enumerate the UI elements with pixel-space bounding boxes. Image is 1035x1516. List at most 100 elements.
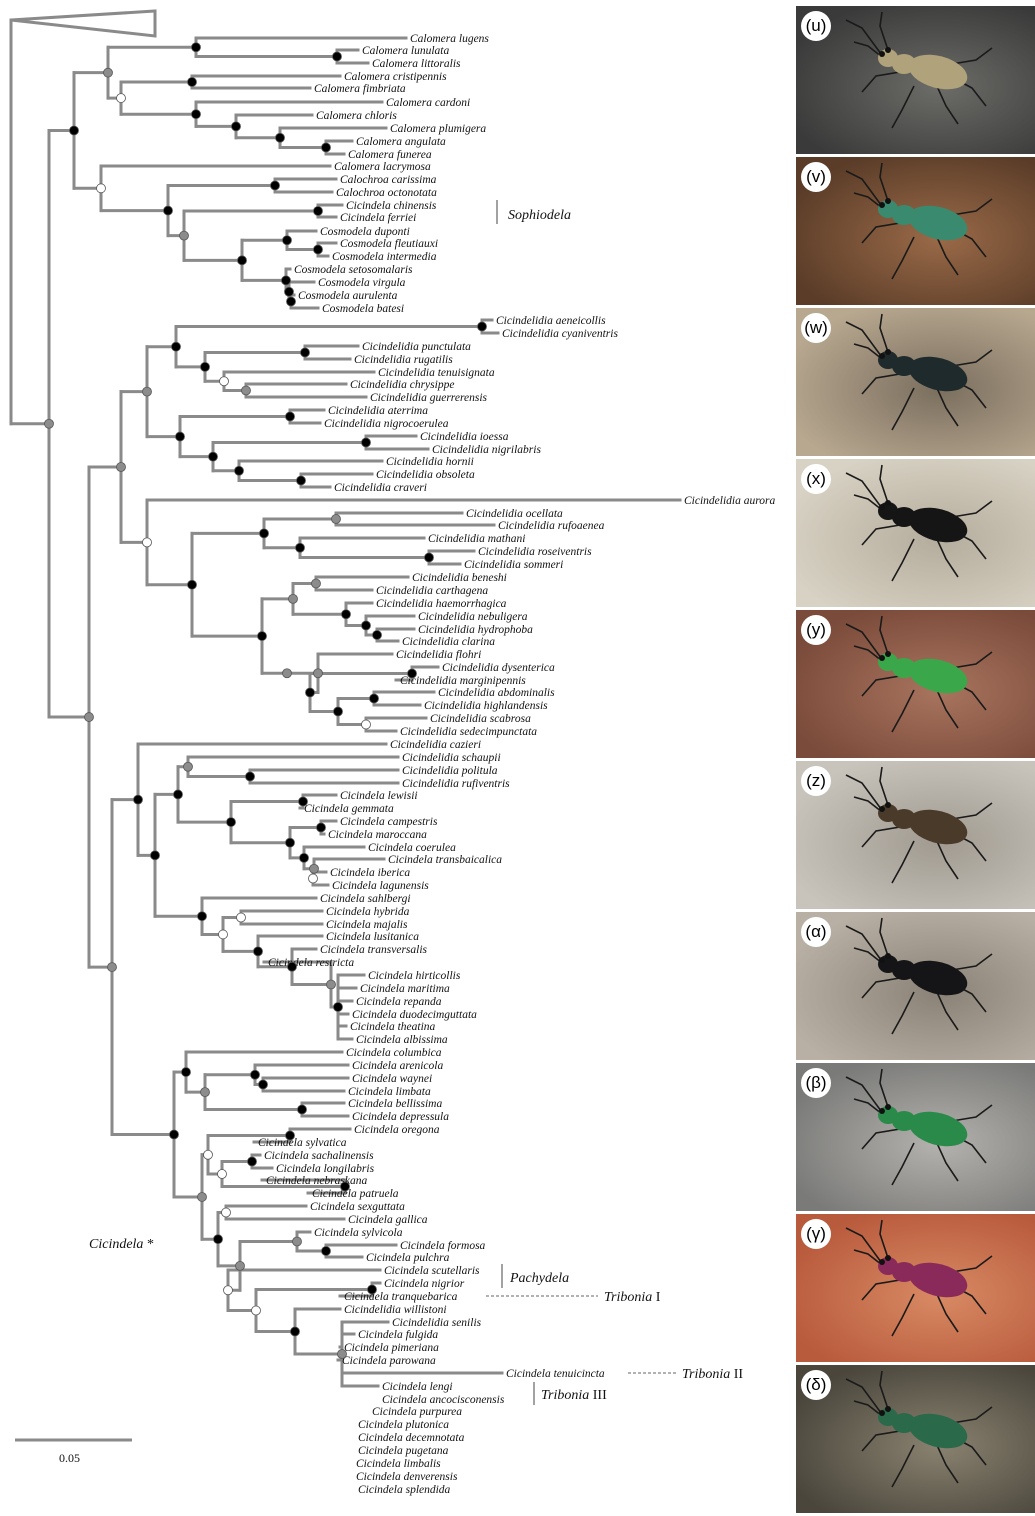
support-node	[198, 1192, 207, 1201]
photo-label: (x)	[801, 464, 831, 494]
leaf-label: Cicindelidia cyaniventris	[502, 328, 618, 340]
photo-label: (δ)	[801, 1370, 831, 1400]
support-node	[334, 1003, 343, 1012]
leaf-label: Cicindela theatina	[350, 1021, 436, 1033]
specimen-photo-panel: (u)(v)(w)(x)(y)(z)(α)(β)(γ)(δ)	[796, 6, 1035, 1516]
support-node	[342, 610, 351, 619]
support-node	[338, 1350, 347, 1359]
leaf-label: Calomera funerea	[348, 149, 432, 161]
support-node	[373, 631, 382, 640]
support-node	[291, 1327, 300, 1336]
leaf-label: Cicindela maritima	[360, 983, 450, 995]
support-node	[283, 669, 292, 678]
beetle-image	[796, 459, 1035, 607]
support-node	[282, 276, 291, 285]
leaf-label: Cicindela majalis	[326, 919, 408, 931]
leaf-label: Cicindelidia obsoleta	[376, 469, 475, 481]
leaf-label: Cicindela sexguttata	[310, 1201, 405, 1213]
leaf-label: Cicindela pulchra	[366, 1252, 450, 1264]
leaf-label: Cicindelidia politula	[402, 765, 498, 777]
beetle-image	[796, 761, 1035, 909]
support-node	[309, 874, 318, 883]
leaf-label: Cicindelidia abdominalis	[438, 687, 555, 699]
support-node	[232, 122, 241, 131]
photo-label: (u)	[801, 11, 831, 41]
support-node	[184, 762, 193, 771]
leaf-label: Cosmodela setosomalaris	[294, 264, 413, 276]
specimen-photo: (z)	[796, 761, 1035, 909]
leaf-label: Cicindelidia cazieri	[390, 739, 481, 751]
leaf-label: Cicindela hirticollis	[368, 970, 461, 982]
leaf-label: Cicindela limbata	[348, 1086, 431, 1098]
specimen-photo: (u)	[796, 6, 1035, 154]
beetle-image	[796, 1365, 1035, 1513]
leaf-label: Cicindela scutellaris	[384, 1265, 480, 1277]
specimen-photo: (x)	[796, 459, 1035, 607]
leaf-label: Calomera cardoni	[386, 97, 470, 109]
leaf-label: Cicindelidia craveri	[334, 482, 427, 494]
support-node	[224, 1286, 233, 1295]
leaf-label: Cicindelidia beneshi	[412, 572, 507, 584]
leaf-label: Cicindelidia tenuisignata	[378, 367, 495, 379]
clade-tribonia-1: Tribonia I	[604, 1290, 661, 1305]
support-node	[180, 231, 189, 240]
leaf-label: Cosmodela virgula	[318, 277, 406, 289]
support-node	[322, 1247, 331, 1256]
leaf-label: Cicindelidia rufiventris	[402, 778, 510, 790]
leaf-label: Cicindela albissima	[356, 1034, 448, 1046]
support-node	[322, 143, 331, 152]
leaf-label: Cicindela iberica	[330, 867, 410, 879]
support-node	[246, 772, 255, 781]
support-node	[298, 1105, 307, 1114]
leaf-label: Cicindela limbalis	[356, 1458, 441, 1470]
support-node	[362, 621, 371, 630]
leaf-label: Cicindela maroccana	[328, 829, 427, 841]
support-node	[334, 707, 343, 716]
leaf-label: Cicindelidia clarina	[402, 636, 495, 648]
support-node	[198, 912, 207, 921]
leaf-label: Cicindela bellissima	[348, 1098, 442, 1110]
leaf-label: Calomera lugens	[410, 33, 489, 45]
clade-pachydela: Pachydela	[509, 1271, 569, 1286]
leaf-label: Cicindela decemnotata	[358, 1432, 465, 1444]
leaf-label: Cicindela sahlbergi	[320, 893, 411, 905]
leaf-label: Cicindela plutonica	[358, 1419, 449, 1431]
support-node	[310, 864, 319, 873]
leaf-label: Cicindela pugetana	[358, 1445, 449, 1457]
support-node	[134, 795, 143, 804]
support-node	[85, 713, 94, 722]
leaf-label: Cicindela duodecimguttata	[352, 1009, 477, 1021]
support-node	[312, 579, 321, 588]
leaf-label: Cosmodela intermedia	[332, 251, 437, 263]
leaf-label: Cicindelidia mathani	[428, 533, 525, 545]
support-node	[209, 452, 218, 461]
leaf-label: Cicindelidia sommeri	[464, 559, 563, 571]
support-node	[260, 529, 269, 538]
leaf-label: Calomera cristipennis	[344, 71, 447, 83]
support-node	[108, 963, 117, 972]
support-node	[97, 184, 106, 193]
support-node	[238, 256, 247, 265]
support-node	[297, 476, 306, 485]
photo-label: (β)	[801, 1068, 831, 1098]
leaf-label: Cicindela ancocisconensis	[382, 1394, 505, 1406]
leaf-label: Cicindela fulgida	[358, 1329, 438, 1341]
leaf-label: Cicindela nigrior	[384, 1278, 465, 1290]
support-node	[362, 438, 371, 447]
support-node	[286, 1131, 295, 1140]
leaf-label: Cicindelidia ocellata	[466, 508, 563, 520]
support-node	[237, 913, 246, 922]
leaf-label: Cicindela sylvicola	[314, 1227, 403, 1239]
specimen-photo: (y)	[796, 610, 1035, 758]
beetle-image	[796, 1214, 1035, 1362]
photo-label: (v)	[801, 162, 831, 192]
leaf-label: Cicindela ferriei	[340, 212, 416, 224]
leaf-label: Cicindela lengi	[382, 1381, 453, 1393]
support-node	[214, 1235, 223, 1244]
support-node	[70, 126, 79, 135]
support-node	[188, 78, 197, 87]
support-node	[143, 387, 152, 396]
leaf-label: Cicindela oregona	[354, 1124, 440, 1136]
leaf-label: Cicindela parowana	[342, 1355, 436, 1367]
support-node	[258, 632, 267, 641]
